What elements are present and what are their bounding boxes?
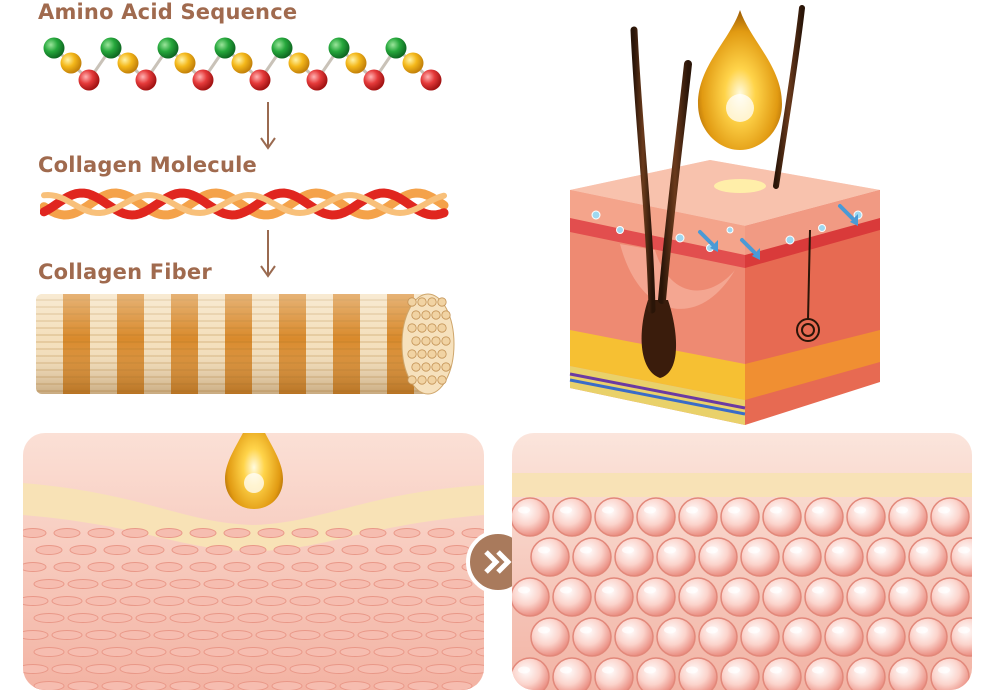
collagen-molecule-label: Collagen Molecule [38, 153, 257, 177]
skin-after-panel [512, 433, 972, 690]
amino-acid-bead [60, 52, 82, 74]
amino-acid-bead [385, 37, 407, 59]
amino-acid-chain [43, 37, 442, 91]
amino-acid-sequence-label: Amino Acid Sequence [38, 0, 298, 24]
amino-acid-bead [135, 69, 157, 91]
amino-acid-bead [117, 52, 139, 74]
oil-drop-icon [225, 433, 283, 509]
amino-acid-bead [363, 69, 385, 91]
amino-acid-bead [231, 52, 253, 74]
amino-acid-bead [402, 52, 424, 74]
skin-layer-cube [569, 5, 880, 425]
plump-skin-cells [512, 433, 972, 690]
amino-acid-bead [174, 52, 196, 74]
collagen-fiber-bundle [36, 293, 455, 395]
amino-acid-bead [214, 37, 236, 59]
double-chevron-right-icon [484, 550, 512, 574]
amino-acid-bead [43, 37, 65, 59]
amino-acid-bead [306, 69, 328, 91]
amino-acid-bead [249, 69, 271, 91]
amino-acid-bead [78, 69, 100, 91]
down-arrow-icon [260, 230, 276, 278]
down-arrow-icon [260, 102, 276, 150]
amino-acid-bead [288, 52, 310, 74]
skin-before-panel [23, 433, 484, 690]
amino-acid-bead [420, 69, 442, 91]
amino-acid-bead [192, 69, 214, 91]
collagen-fiber-label: Collagen Fiber [38, 260, 212, 284]
amino-acid-bead [345, 52, 367, 74]
collagen-triple-helix [40, 188, 449, 220]
amino-acid-bead [328, 37, 350, 59]
amino-acid-bead [157, 37, 179, 59]
amino-acid-bead [271, 37, 293, 59]
amino-acid-bead [100, 37, 122, 59]
